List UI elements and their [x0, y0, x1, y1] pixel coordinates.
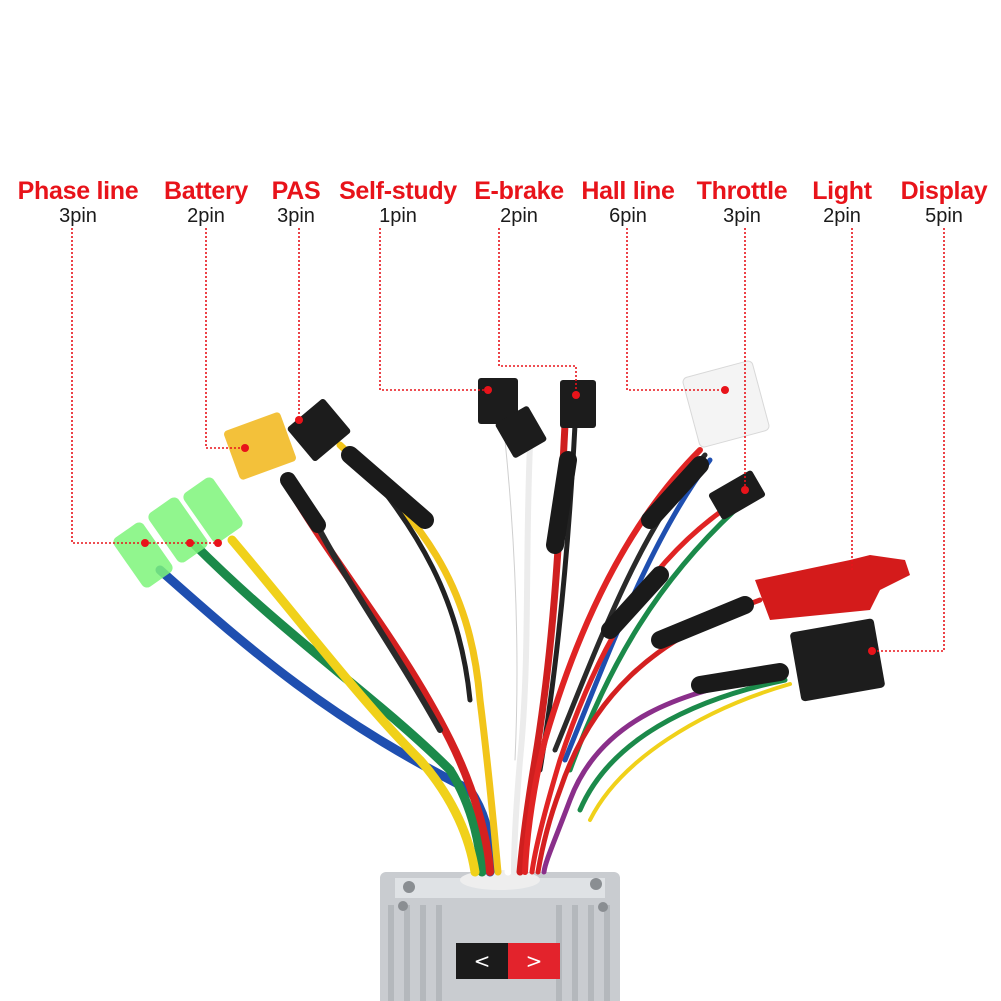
label-self-study-pins: 1pin: [379, 205, 417, 227]
label-hall-line-name: Hall line: [581, 177, 675, 205]
hall-line-connector: [682, 360, 770, 448]
wire-bundle: [155, 421, 792, 877]
label-display-name: Display: [900, 177, 988, 205]
label-phase-line-pins: 3pin: [59, 205, 97, 227]
heat-shrink-sleeves: [280, 446, 789, 694]
label-phase-line-name: Phase line: [17, 177, 139, 205]
label-hall-line: Hall line 6pin: [548, 177, 708, 227]
e-brake-connector: [560, 380, 596, 428]
label-display: Display 5pin: [864, 177, 1001, 227]
label-e-brake-name: E-brake: [474, 177, 564, 205]
label-hall-line-pins: 6pin: [609, 205, 647, 227]
label-light-pins: 2pin: [823, 205, 861, 227]
label-light: Light 2pin: [762, 177, 922, 227]
leader-dots: [141, 386, 876, 655]
label-throttle: Throttle 3pin: [662, 177, 822, 227]
label-phase-line: Phase line 3pin: [0, 177, 158, 227]
label-light-name: Light: [812, 177, 872, 205]
label-e-brake: E-brake 2pin: [439, 177, 599, 227]
label-e-brake-pins: 2pin: [500, 205, 538, 227]
prev-button[interactable]: <: [456, 943, 508, 979]
next-button[interactable]: >: [508, 943, 560, 979]
label-self-study: Self-study 1pin: [318, 177, 478, 227]
label-pas: PAS 3pin: [216, 177, 376, 227]
label-pas-pins: 3pin: [277, 205, 315, 227]
pas-connector: [287, 398, 351, 462]
label-battery-pins: 2pin: [187, 205, 225, 227]
e-brake-connector-a: [495, 406, 547, 458]
throttle-connector: [708, 470, 766, 520]
battery-connector: [224, 412, 296, 480]
light-connector: [755, 555, 910, 620]
phase-line-connectors: [113, 477, 243, 588]
label-battery: Battery 2pin: [126, 177, 286, 227]
controller-box: [380, 870, 620, 1001]
label-throttle-pins: 3pin: [723, 205, 761, 227]
label-pas-name: PAS: [271, 177, 321, 205]
label-throttle-name: Throttle: [696, 177, 788, 205]
label-battery-name: Battery: [163, 177, 249, 205]
label-display-pins: 5pin: [925, 205, 963, 227]
label-self-study-name: Self-study: [339, 177, 457, 205]
leader-lines: [71, 228, 945, 652]
display-connector: [790, 618, 885, 702]
